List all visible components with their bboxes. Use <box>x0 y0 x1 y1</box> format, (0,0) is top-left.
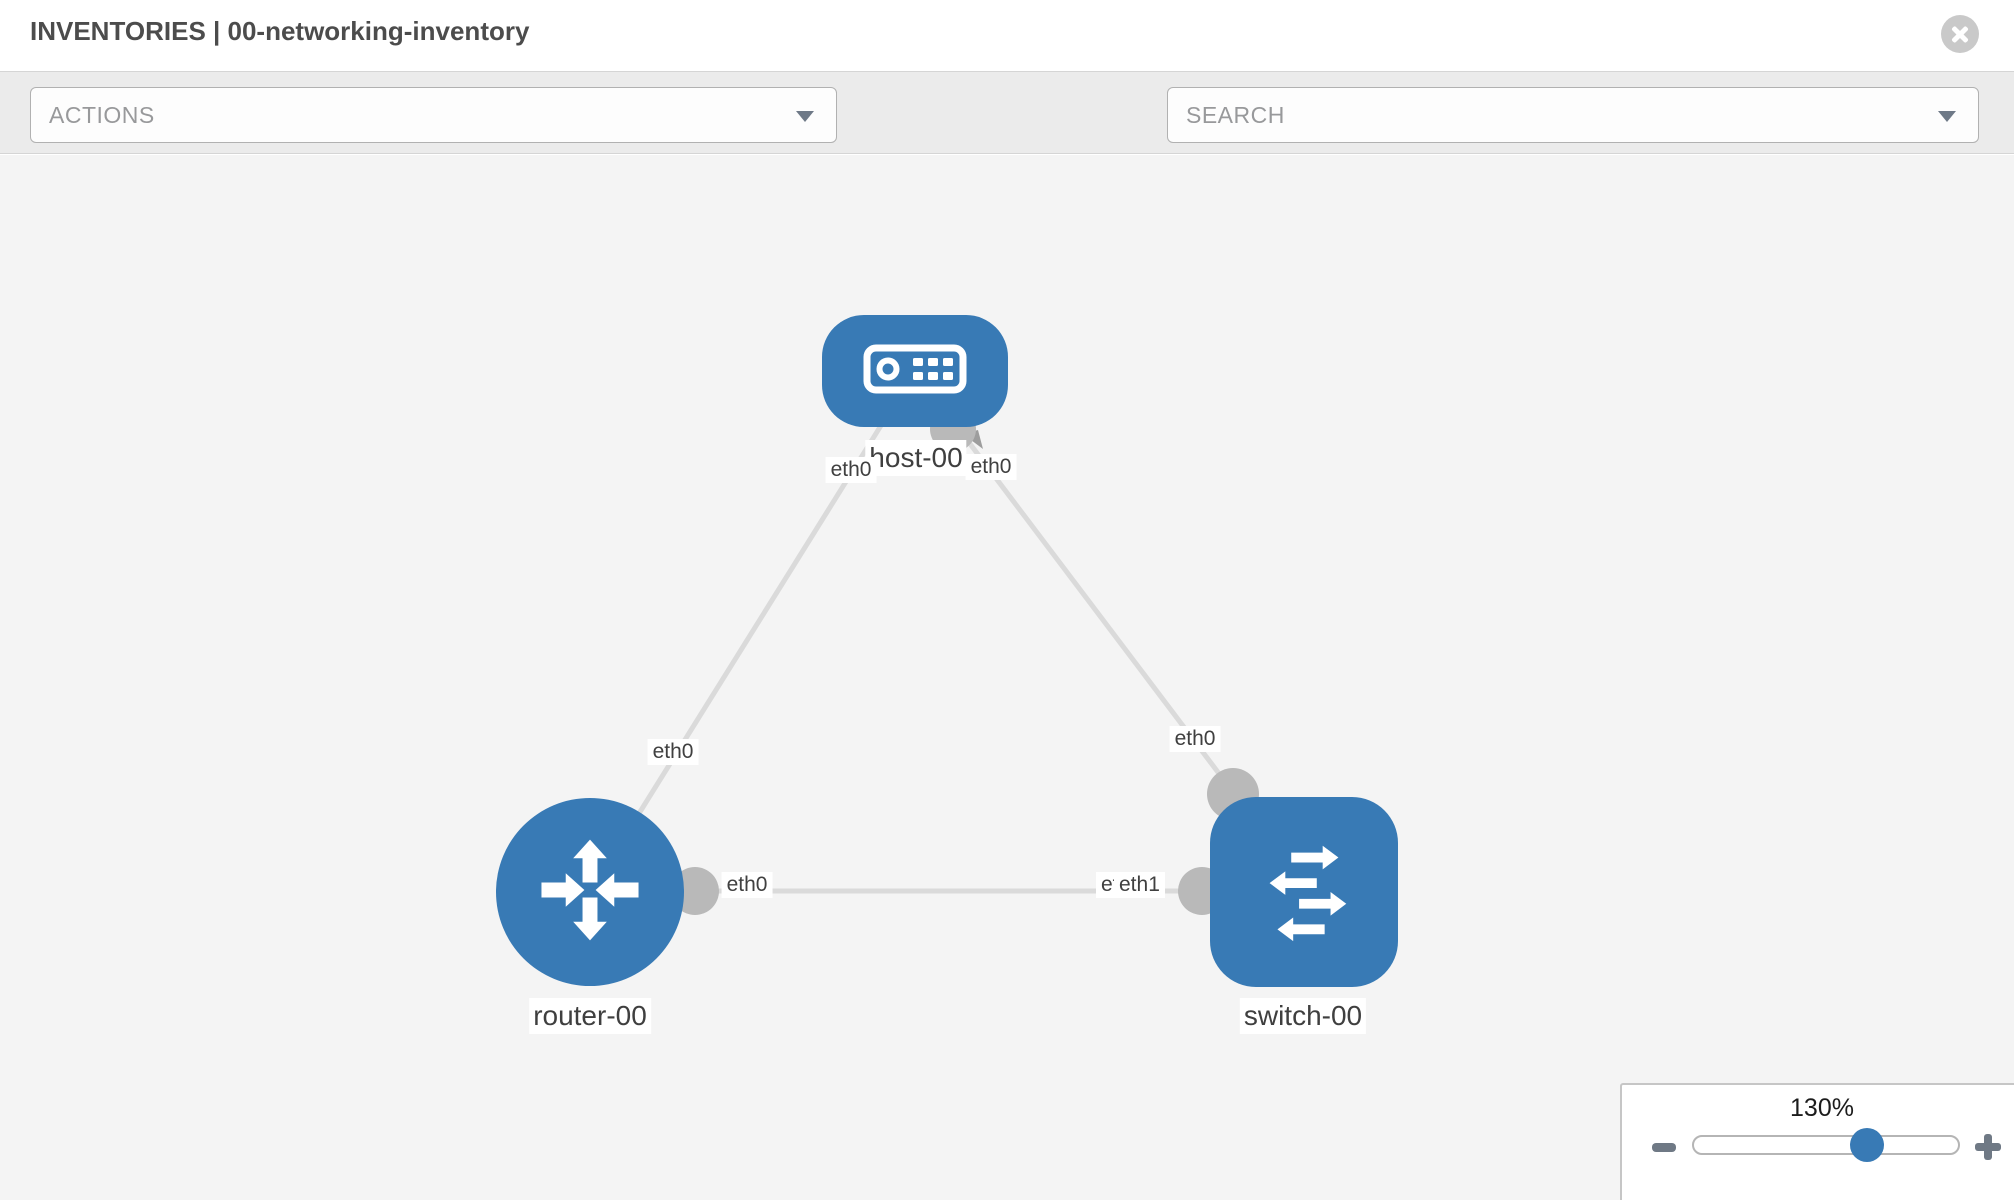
actions-dropdown[interactable]: ACTIONS <box>30 87 837 143</box>
node-label-host-00: host-00 <box>865 440 967 476</box>
server-icon <box>863 344 967 399</box>
minus-icon <box>1652 1143 1676 1152</box>
interface-label: eth0 <box>965 454 1017 480</box>
page-title: INVENTORIES | 00-networking-inventory <box>30 16 530 46</box>
topology-canvas[interactable]: host-00 router-00 switch-00 eth0 eth0 et… <box>0 155 2014 1200</box>
node-label-router-00: router-00 <box>529 998 651 1034</box>
router-arrows-icon <box>534 834 646 951</box>
toolbar: ACTIONS SEARCH <box>0 71 2014 204</box>
zoom-level: 130% <box>1790 1094 1854 1122</box>
chevron-down-icon <box>1938 111 1956 122</box>
close-button[interactable] <box>1941 15 1979 53</box>
node-host-00[interactable] <box>822 315 1008 427</box>
interface-label: eth0 <box>721 872 773 898</box>
interface-label: eth0 <box>825 457 877 483</box>
zoom-control-panel: 130% <box>1620 1083 2014 1200</box>
node-label-switch-00: switch-00 <box>1239 998 1367 1034</box>
zoom-slider[interactable] <box>1692 1128 1960 1162</box>
search-dropdown[interactable]: SEARCH <box>1167 87 1979 143</box>
switch-arrows-icon <box>1245 831 1363 954</box>
zoom-slider-handle[interactable] <box>1850 1128 1884 1162</box>
interface-label: eth0 <box>647 739 699 765</box>
header: INVENTORIES | 00-networking-inventory <box>0 0 2014 71</box>
actions-dropdown-label: ACTIONS <box>49 102 155 128</box>
zoom-out-button[interactable] <box>1646 1129 1682 1165</box>
topology-edges-layer <box>587 369 1304 915</box>
node-router-00[interactable] <box>496 798 684 986</box>
zoom-in-button[interactable] <box>1970 1129 2006 1165</box>
search-dropdown-label: SEARCH <box>1186 102 1285 128</box>
chevron-down-icon <box>796 111 814 122</box>
node-switch-00[interactable] <box>1210 797 1398 987</box>
interface-label: eth0 <box>1169 726 1221 752</box>
interface-label: eth1 <box>1114 872 1165 898</box>
